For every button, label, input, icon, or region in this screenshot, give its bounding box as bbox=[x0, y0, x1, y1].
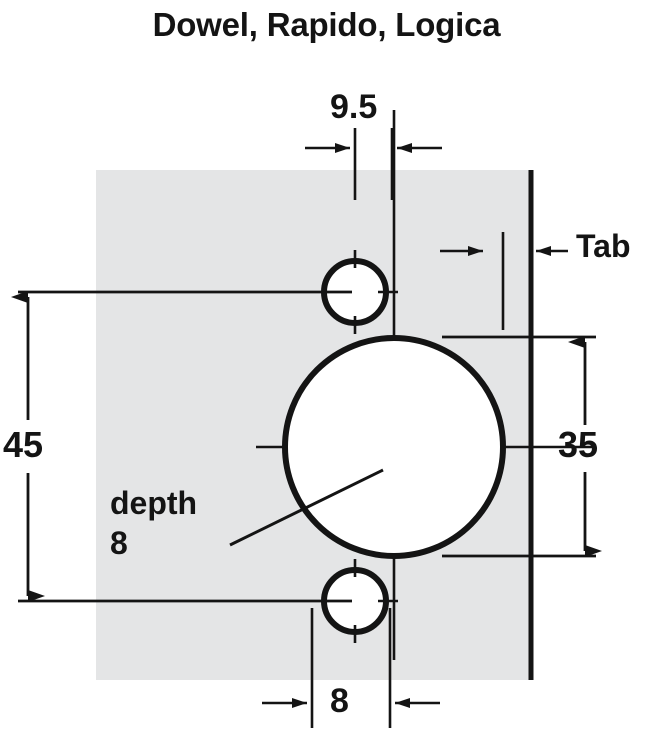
hinge-cup-bore bbox=[282, 335, 506, 559]
annotation-depth-value: 8 bbox=[110, 525, 128, 561]
dimension-label-8: 8 bbox=[330, 682, 349, 720]
dimension-label-35: 35 bbox=[558, 424, 599, 465]
dim-45 bbox=[11, 290, 352, 603]
dim-35 bbox=[442, 335, 602, 558]
dimension-label-9-5: 9.5 bbox=[330, 88, 378, 126]
dimension-label-45: 45 bbox=[3, 424, 44, 465]
dimension-label-tab: Tab bbox=[576, 228, 631, 264]
annotation-depth-word: depth bbox=[110, 485, 198, 521]
leader-depth-8 bbox=[229, 468, 384, 547]
upper-dowel-crosshair bbox=[353, 250, 398, 334]
annotation-depth: depth 8 bbox=[110, 483, 197, 563]
dim-tab bbox=[440, 232, 568, 330]
dim-8 bbox=[262, 608, 440, 728]
dim-9-5 bbox=[305, 128, 442, 200]
page-title: Dowel, Rapido, Logica bbox=[152, 6, 501, 43]
lower-dowel-crosshair bbox=[353, 559, 398, 643]
